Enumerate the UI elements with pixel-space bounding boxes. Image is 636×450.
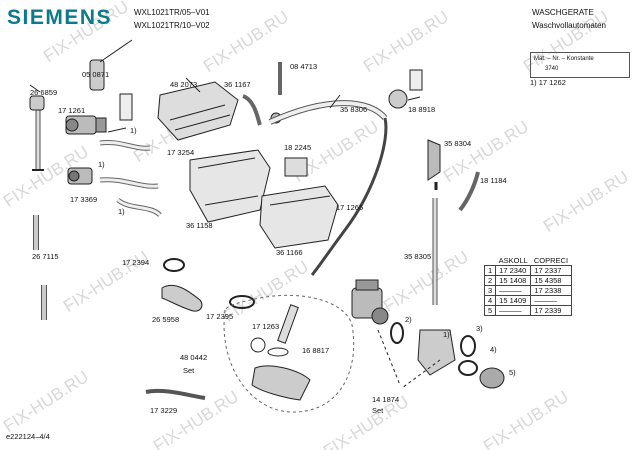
konstante-value: 3740 <box>545 66 559 72</box>
table-row: 3 ——— 17 2338 <box>483 285 572 296</box>
part-label: 17 2394 <box>122 258 150 267</box>
part-label: Set <box>372 406 384 415</box>
brand-logo: SIEMENS <box>7 6 113 29</box>
drain-pump <box>351 279 389 325</box>
part-label: 17 1265 <box>336 203 364 212</box>
part-label: 08 4713 <box>290 62 318 71</box>
part-label: 18 2245 <box>284 143 312 152</box>
part-label: 2) <box>405 315 412 324</box>
table-row: 2 15 1408 15 4358 <box>483 275 572 286</box>
part-label: 17 3229 <box>150 406 178 415</box>
part-label: 1) <box>443 330 450 339</box>
drawer <box>259 185 339 249</box>
category-line-2: Waschvollautomaten <box>532 21 606 30</box>
part-label: 17 3369 <box>70 195 98 204</box>
part-label: 1) <box>98 160 105 169</box>
valve-17-3369 <box>67 167 93 185</box>
part-label: 36 1166 <box>276 248 303 257</box>
part-label: 1) <box>130 126 137 135</box>
part-label: 5) <box>509 368 516 377</box>
part-label: 1) <box>118 207 125 216</box>
part-label: 26 5958 <box>152 315 180 324</box>
part-label: 26 7115 <box>32 252 59 261</box>
part-label: 17 2395 <box>206 312 234 321</box>
konstante-box: Mat. – Nr. – Konstante 3740 <box>530 52 630 78</box>
part-label: 18 1184 <box>480 176 507 185</box>
variants-table: ASKOLL COPRECI 1 17 2340 17 2337 2 15 14… <box>483 256 572 316</box>
part-label: 36 1167 <box>224 80 251 89</box>
model-line-2: WXL1021TR/10–V02 <box>134 21 210 30</box>
table-row: 5 ——— 17 2339 <box>483 305 572 316</box>
table-row: 4 15 1409 ——— <box>483 295 572 306</box>
part-label: 48 0442 <box>180 353 208 362</box>
part-label: 16 8817 <box>302 346 330 355</box>
table-row: 1 17 2340 17 2337 <box>483 265 572 276</box>
part-label: 26 6859 <box>30 88 58 97</box>
part-label: 18 8918 <box>408 105 436 114</box>
part-label: 35 8306 <box>340 105 368 114</box>
model-line-1: WXL1021TR/05–V01 <box>134 8 210 17</box>
dispenser-top <box>157 81 239 141</box>
part-label: 48 2073 <box>170 80 198 89</box>
table-header: ASKOLL <box>498 256 528 265</box>
part-label: 35 8305 <box>404 252 432 261</box>
part-label: 36 1158 <box>186 221 213 230</box>
valve-17-1261 <box>65 115 107 135</box>
part-label: 14 1874 <box>372 395 400 404</box>
part-label: 35 8304 <box>444 139 472 148</box>
footer-code: e222124–4/4 <box>6 432 50 441</box>
part-label: 05 0871 <box>82 70 110 79</box>
part-label: 4) <box>490 345 497 354</box>
part-label: 17 1261 <box>58 106 86 115</box>
konstante-label: Mat. – Nr. – Konstante <box>534 56 594 62</box>
part-label: 17 3254 <box>167 148 195 157</box>
part-label: Set <box>183 366 195 375</box>
table-header: COPRECI <box>533 256 569 265</box>
dispenser-box <box>189 149 271 223</box>
part-label: 3) <box>476 324 483 333</box>
note: 1) 17 1262 <box>530 78 566 87</box>
part-label: 17 1263 <box>252 322 280 331</box>
category-line-1: WASCHGERATE <box>532 8 594 17</box>
